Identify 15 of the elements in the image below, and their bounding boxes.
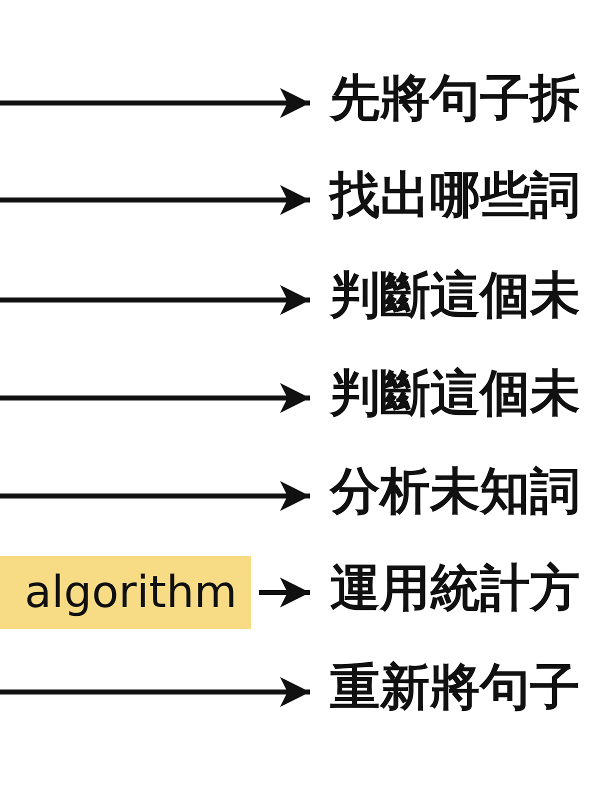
step-text: 運用統計方 — [330, 563, 580, 623]
step-text: 找出哪些詞 — [330, 170, 580, 230]
step-text: 分析未知詞 — [330, 466, 580, 526]
step-text: 判斷這個未 — [330, 270, 580, 330]
step-text: 判斷這個未 — [330, 368, 580, 428]
arrow — [0, 383, 310, 413]
arrow — [0, 677, 310, 707]
arrow — [0, 88, 310, 118]
highlighted-term: algorithm — [0, 556, 251, 629]
arrow — [0, 185, 310, 215]
arrow — [0, 285, 310, 315]
arrow — [0, 481, 310, 511]
step-text: 重新將句子 — [330, 662, 580, 722]
arrow — [259, 578, 310, 608]
step-text: 先將句子拆 — [330, 73, 580, 133]
